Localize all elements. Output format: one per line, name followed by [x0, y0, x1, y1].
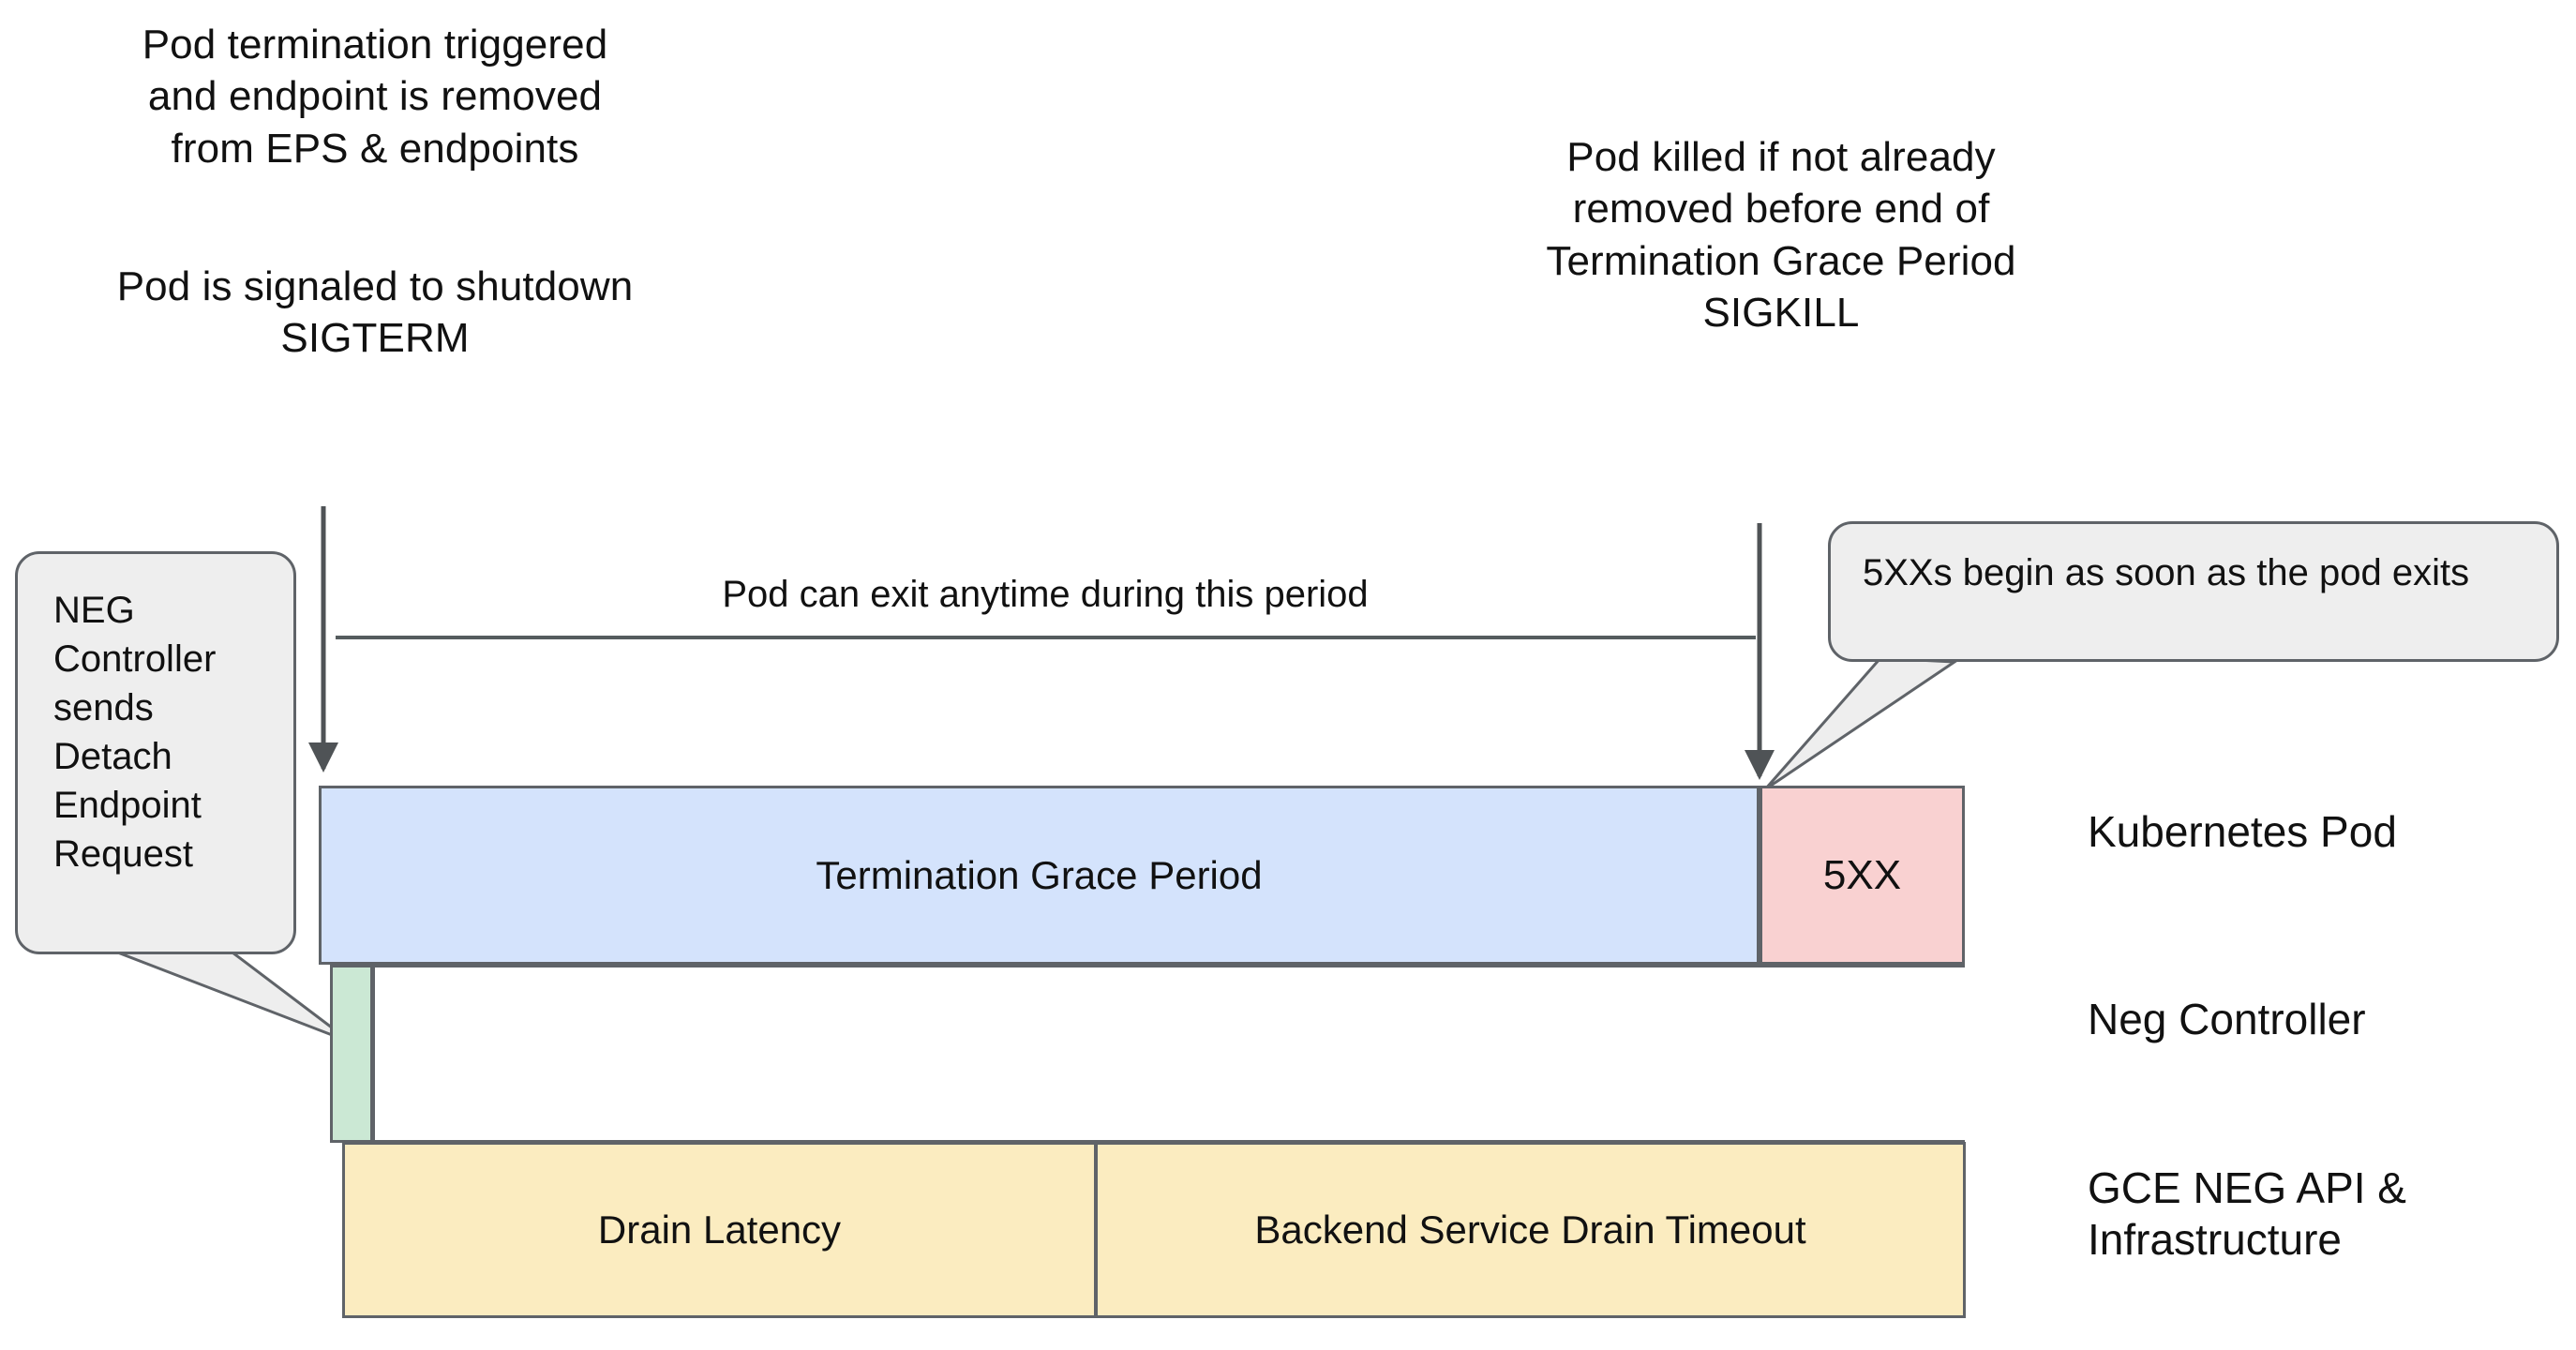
callout-neg-controller: NEG Controller sends Detach Endpoint Req… [15, 551, 296, 954]
bar-label-termination-grace-period: Termination Grace Period [816, 852, 1263, 897]
bar-label-5xx: 5XX [1822, 851, 1902, 898]
lane-label-neg-controller: Neg Controller [2088, 995, 2366, 1043]
bar-neg-detach-request[interactable] [330, 965, 373, 1143]
annotation-pod-sigterm: Pod is signaled to shutdown SIGTERM [116, 263, 634, 362]
annotation-pod-sigkill: Pod killed if not already removed before… [1546, 134, 2016, 337]
bar-label-drain-latency: Drain Latency [597, 1208, 842, 1252]
bar-backend-service-drain-timeout[interactable]: Backend Service Drain Timeout [1095, 1142, 1966, 1318]
bar-termination-grace-period[interactable]: Termination Grace Period [319, 786, 1760, 965]
bar-label-backend-service-drain-timeout: Backend Service Drain Timeout [1254, 1208, 1806, 1252]
span-label-pod-can-exit: Pod can exit anytime during this period [722, 574, 1369, 615]
bar-5xx[interactable]: 5XX [1760, 786, 1965, 965]
lane-label-gce-neg-api: GCE NEG API & Infrastructure [2088, 1163, 2406, 1265]
callout-tail-neg-controller [102, 945, 352, 1044]
bar-neg-controller-idle[interactable] [372, 965, 1965, 1143]
callout-tail-5xx [1763, 656, 1959, 791]
bar-drain-latency[interactable]: Drain Latency [342, 1142, 1097, 1318]
annotation-pod-termination-triggered: Pod termination triggered and endpoint i… [142, 22, 608, 172]
span-line [336, 636, 1756, 639]
callout-5xx-begin: 5XXs begin as soon as the pod exits [1828, 521, 2559, 662]
lane-label-kubernetes-pod: Kubernetes Pod [2088, 807, 2397, 856]
